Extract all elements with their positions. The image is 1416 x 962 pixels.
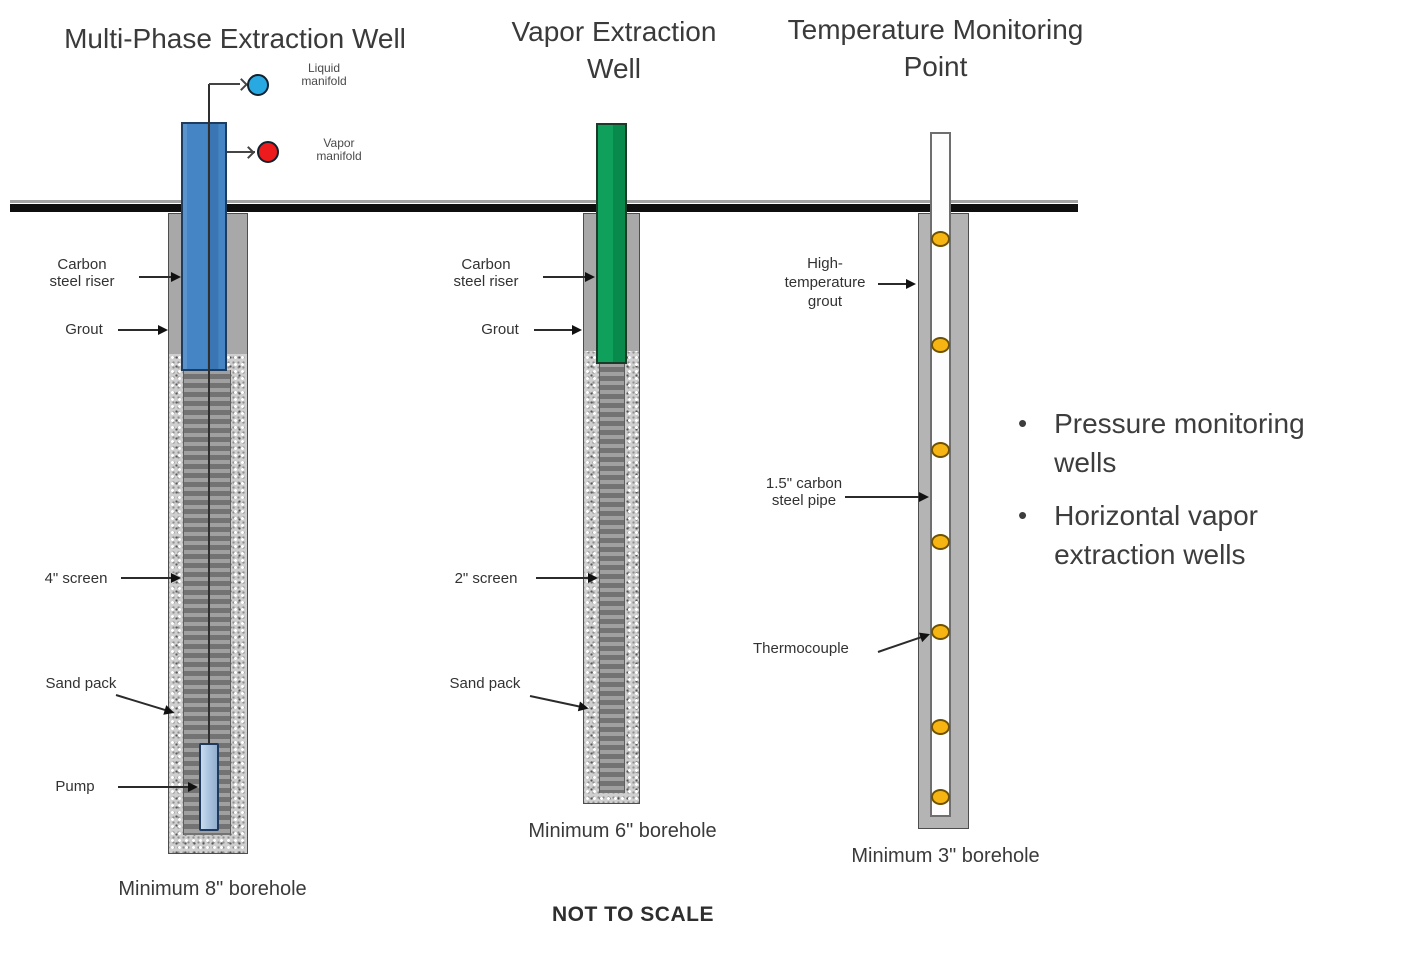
well1-pump-label: Pump	[55, 778, 95, 795]
liquid-manifold-circle	[247, 74, 269, 96]
well2-carbon-steel-riser	[596, 123, 627, 364]
well1-title: Multi-Phase Extraction Well	[64, 23, 406, 54]
thermocouple-dot	[931, 534, 950, 550]
well3-title: Temperature Monitoring Point	[787, 14, 1084, 82]
well1-grout-arrow	[118, 325, 168, 335]
well1-grout-label: Grout	[65, 321, 103, 338]
ground-surface-shadow	[10, 200, 1078, 203]
well1-riser-label: Carbon steel riser	[49, 256, 115, 290]
well2-grout-arrow	[534, 325, 582, 335]
well2-screen	[599, 363, 625, 793]
well3-caption: Minimum 3" borehole	[851, 845, 1040, 867]
thermocouple-dot	[931, 624, 950, 640]
thermocouple-dot	[931, 442, 950, 458]
well2-caption: Minimum 6" borehole	[528, 820, 717, 842]
well3-steel-pipe	[930, 132, 951, 817]
well1-pump	[199, 743, 219, 831]
vapor-manifold-arrowhead-icon	[242, 146, 255, 159]
vapor-manifold-line	[227, 151, 255, 153]
bullet-text-1: Pressure monitoring wells	[1054, 408, 1305, 478]
well1-riser-arrow	[139, 272, 181, 282]
well3-pipe-label: 1.5" carbon steel pipe	[765, 475, 843, 509]
well1-screen-arrow	[121, 573, 181, 583]
well3-thermocouple-label: Thermocouple	[753, 640, 849, 657]
ground-surface-line	[10, 204, 1078, 212]
thermocouple-dot	[931, 789, 950, 805]
not-to-scale-note: NOT TO SCALE	[552, 903, 714, 926]
liquid-manifold-line	[209, 83, 240, 85]
thermocouple-dot	[931, 231, 950, 247]
well1-screen-label: 4" screen	[44, 570, 108, 587]
bullet-text-2: Horizontal vapor extraction wells	[1054, 500, 1258, 570]
well2-title: Vapor Extraction Well	[511, 16, 717, 84]
well3-grout-label: High- temperature grout	[784, 255, 866, 310]
well2-screen-arrow	[536, 573, 598, 583]
well2-sandpack-label: Sand pack	[449, 675, 521, 692]
bullet-item-1: • Pressure monitoring wells	[1018, 404, 1398, 482]
liquid-manifold-arrowhead-icon	[235, 78, 248, 91]
well2-riser-label: Carbon steel riser	[453, 256, 519, 290]
bullet-marker: •	[1018, 500, 1028, 530]
well1-caption: Minimum 8" borehole	[118, 878, 307, 900]
well2-riser-arrow	[543, 272, 595, 282]
vapor-manifold-circle	[257, 141, 279, 163]
liquid-manifold-label: Liquid manifold	[301, 61, 347, 88]
bullet-list: • Pressure monitoring wells • Horizontal…	[1018, 404, 1398, 574]
well1-sandpack-label: Sand pack	[45, 675, 117, 692]
well1-sandpack-arrow	[115, 694, 167, 712]
well3-grout-arrow	[878, 279, 916, 289]
vapor-manifold-label: Vapor manifold	[316, 136, 362, 163]
well1-carbon-steel-riser	[181, 122, 227, 371]
well1-pump-arrow	[118, 782, 198, 792]
well3-thermocouple-arrow	[877, 636, 922, 653]
well2-grout-label: Grout	[481, 321, 519, 338]
bullet-item-2: • Horizontal vapor extraction wells	[1018, 496, 1398, 574]
well1-drop-tube-line	[208, 84, 210, 744]
thermocouple-dot	[931, 337, 950, 353]
thermocouple-dot	[931, 719, 950, 735]
well2-screen-label: 2" screen	[454, 570, 518, 587]
well3-pipe-arrow	[845, 492, 929, 502]
well2-sandpack-arrow	[529, 695, 581, 708]
bullet-marker: •	[1018, 408, 1028, 438]
